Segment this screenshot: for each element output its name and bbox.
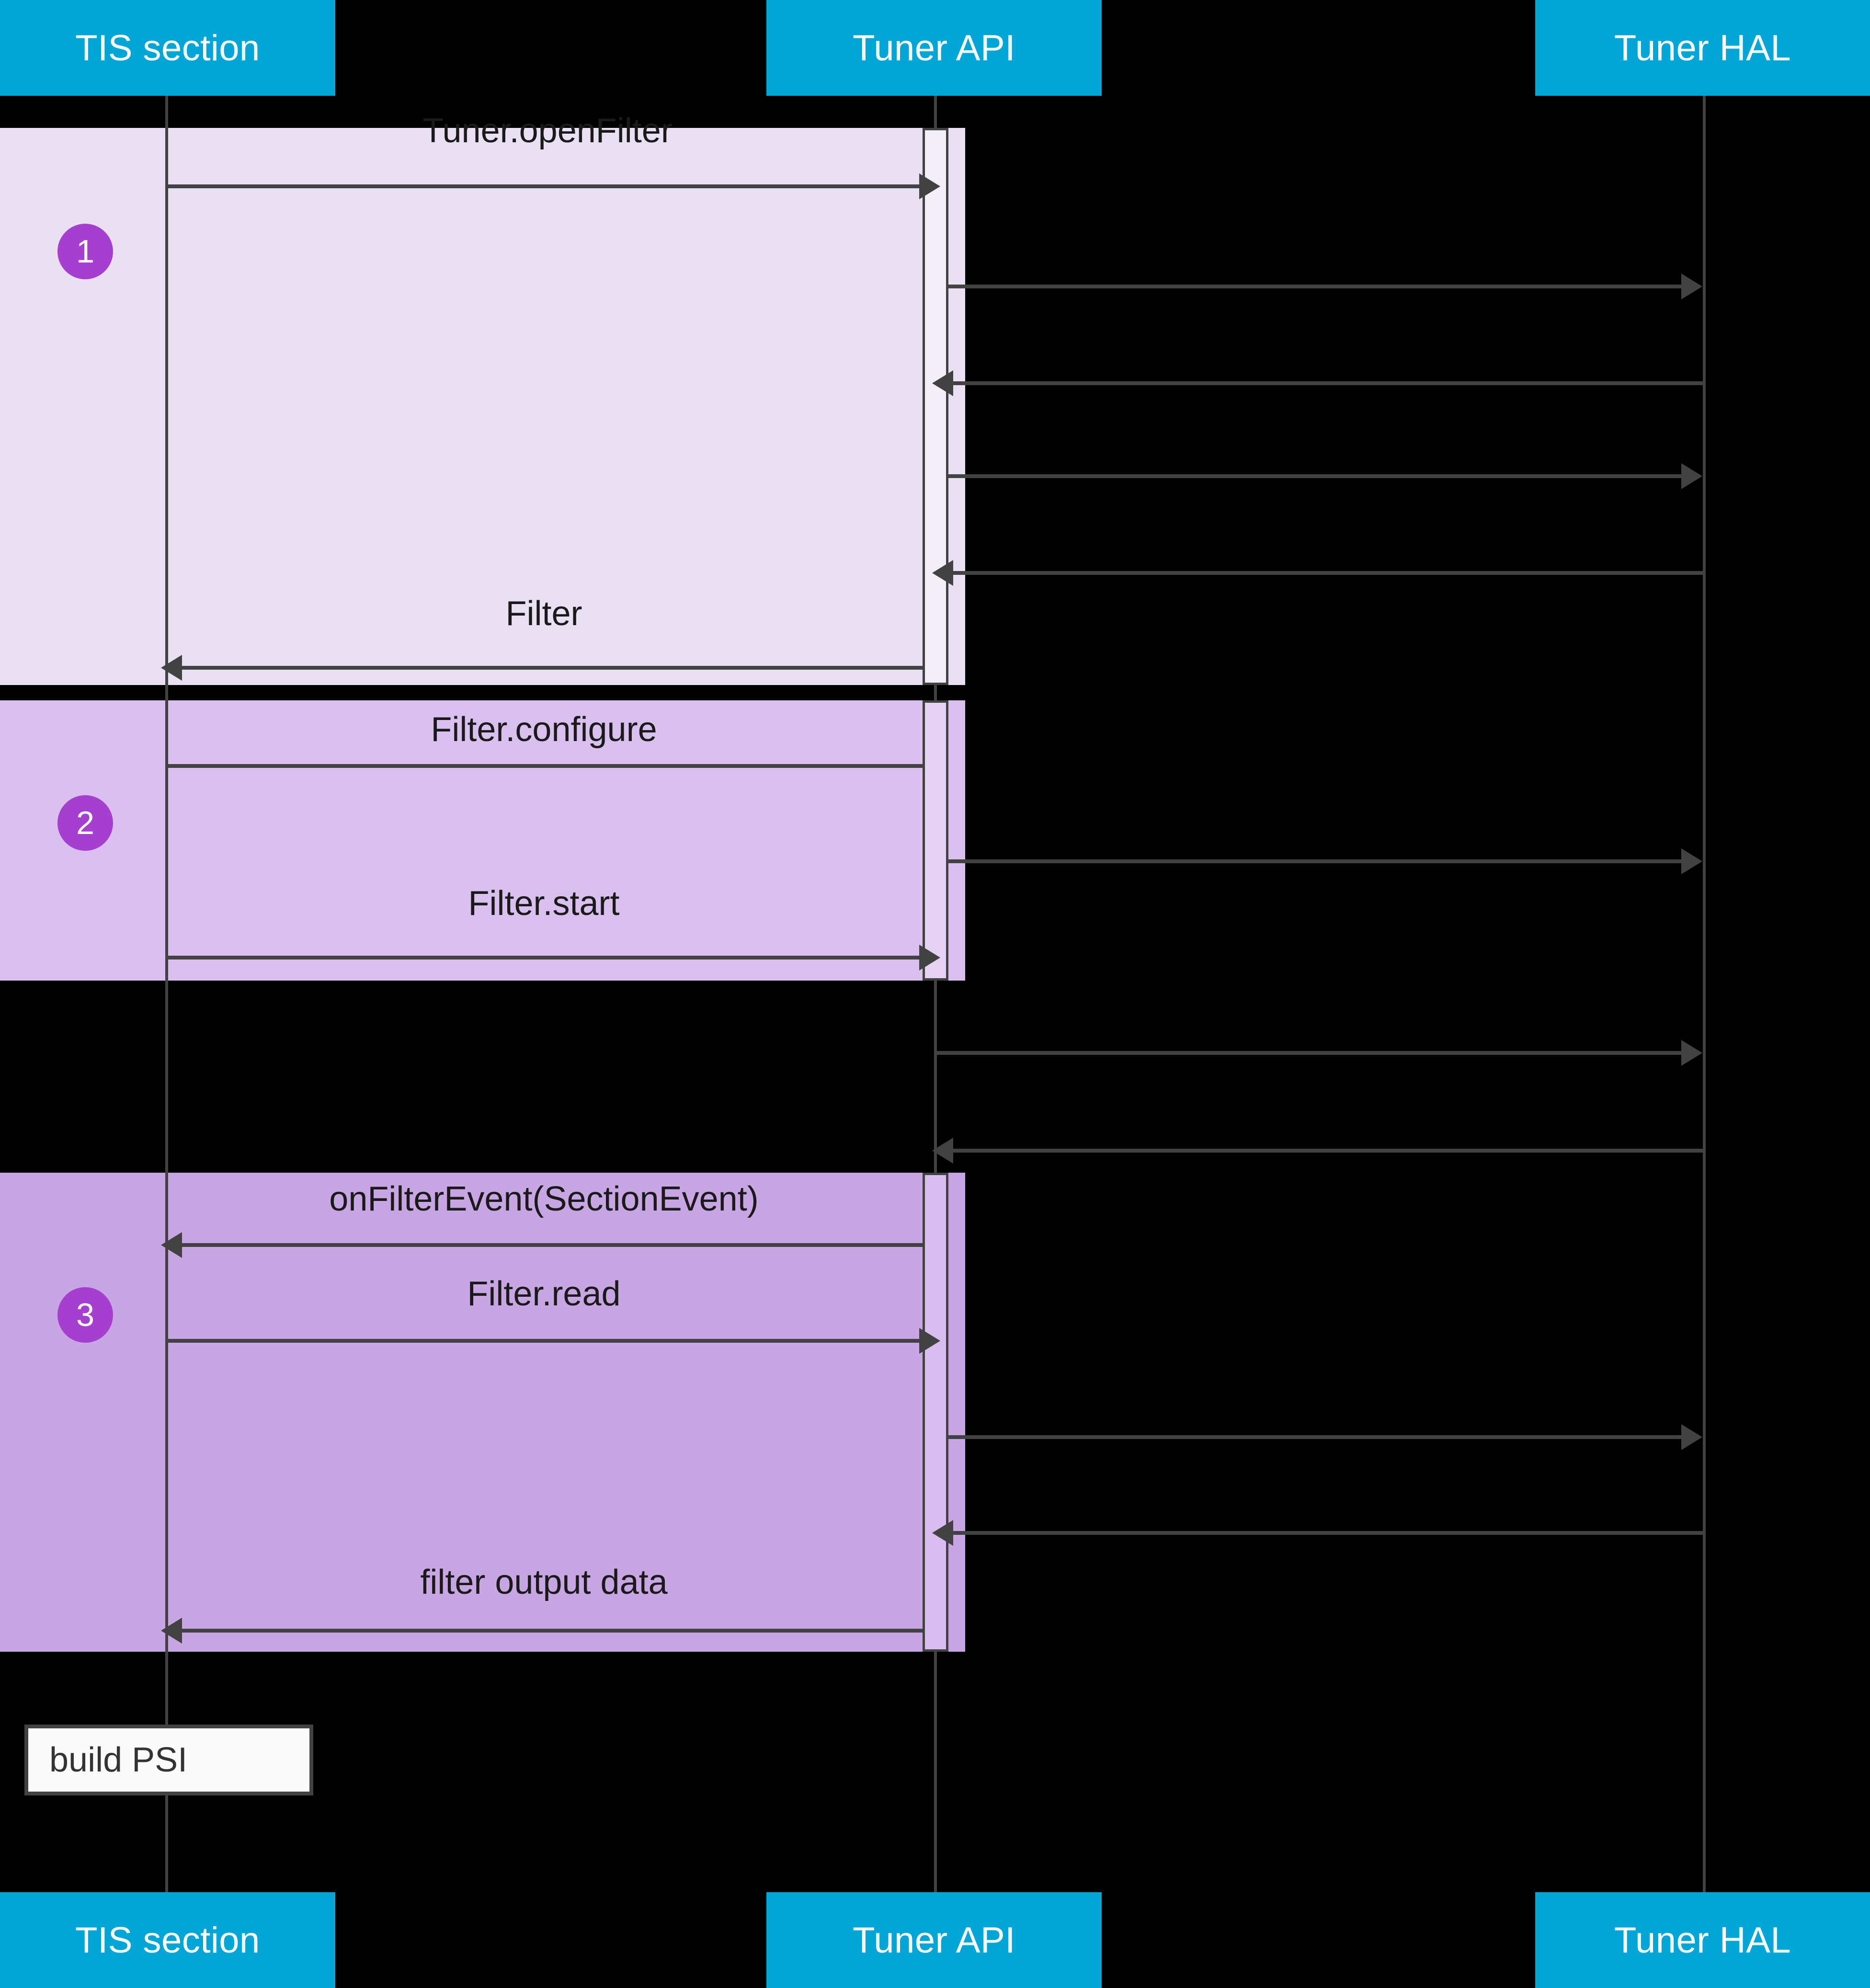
message-arrowhead-api-to-hal-4	[1681, 1040, 1702, 1066]
message-arrowhead-filter-start	[919, 945, 940, 971]
message-arrowhead-filter-read	[919, 1328, 940, 1354]
message-arrowhead-hal-to-api-4	[932, 1520, 953, 1546]
activation-tis-section	[165, 128, 168, 1652]
step-badge-2-label: 2	[76, 805, 94, 841]
activation-tuner-api-2	[923, 700, 948, 981]
message-arrowhead-hal-to-api-3	[932, 1138, 953, 1164]
message-line-hal-to-api-1	[953, 381, 1703, 385]
note-build-psi-label: build PSI	[49, 1741, 188, 1779]
participant-footer-tuner-api[interactable]: Tuner API	[766, 1892, 1102, 1988]
lifeline-tuner-hal	[1703, 96, 1706, 1892]
participant-footer-tuner-hal-label: Tuner HAL	[1614, 1919, 1791, 1961]
message-arrowhead-on-filter-event	[161, 1232, 182, 1258]
participant-header-tuner-api-label: Tuner API	[853, 27, 1015, 69]
step-badge-2: 2	[57, 795, 113, 851]
message-line-open-filter	[168, 184, 920, 188]
step-band-2	[0, 700, 965, 981]
participant-header-tuner-hal[interactable]: Tuner HAL	[1535, 0, 1870, 96]
activation-tuner-api-1	[923, 128, 948, 685]
participant-header-tis-section[interactable]: TIS section	[0, 0, 335, 96]
message-line-api-to-hal-1	[948, 285, 1681, 288]
participant-header-tuner-hal-label: Tuner HAL	[1614, 27, 1791, 69]
message-arrowhead-api-to-hal-1	[1681, 274, 1702, 299]
step-badge-1: 1	[57, 224, 113, 279]
message-line-filter	[182, 666, 923, 670]
participant-footer-tis-section[interactable]: TIS section	[0, 1892, 335, 1988]
participant-footer-tuner-api-label: Tuner API	[853, 1919, 1015, 1961]
lifeline-tuner-api	[934, 96, 937, 1892]
message-label-filter-configure: Filter.configure	[431, 710, 657, 749]
participant-header-tis-section-label: TIS section	[75, 27, 260, 69]
message-arrowhead-api-to-hal-3	[1681, 848, 1702, 874]
message-arrowhead-api-to-hal-2	[1681, 463, 1702, 489]
message-label-filter-read: Filter.read	[467, 1275, 621, 1313]
message-label-filter-output-data: filter output data	[420, 1563, 668, 1601]
message-line-filter-read	[168, 1339, 920, 1343]
message-arrowhead-hal-to-api-2	[932, 560, 953, 586]
message-label-filter: Filter	[505, 594, 582, 633]
message-line-api-to-hal-4	[935, 1051, 1681, 1055]
message-arrowhead-hal-to-api-1	[932, 370, 953, 396]
message-arrowhead-api-to-hal-5	[1681, 1424, 1702, 1450]
participant-header-tuner-api[interactable]: Tuner API	[766, 0, 1102, 96]
message-line-filter-start	[168, 956, 920, 960]
step-badge-3-label: 3	[76, 1297, 94, 1333]
participant-footer-tuner-hal[interactable]: Tuner HAL	[1535, 1892, 1870, 1988]
message-line-filter-configure	[168, 764, 923, 768]
message-label-filter-start: Filter.start	[468, 884, 620, 923]
message-line-api-to-hal-3	[948, 859, 1681, 863]
activation-tuner-api-3	[923, 1173, 948, 1652]
message-line-api-to-hal-5	[948, 1435, 1681, 1439]
message-label-on-filter-event: onFilterEvent(SectionEvent)	[329, 1180, 759, 1218]
note-build-psi: build PSI	[24, 1725, 313, 1795]
message-line-filter-output-data	[182, 1629, 923, 1633]
message-arrowhead-open-filter	[919, 173, 940, 199]
step-badge-1-label: 1	[76, 233, 94, 270]
step-band-1	[0, 128, 965, 685]
message-arrowhead-filter-output-data	[161, 1618, 182, 1644]
message-line-hal-to-api-4	[953, 1531, 1703, 1535]
message-line-hal-to-api-3	[953, 1149, 1703, 1153]
message-line-hal-to-api-2	[953, 571, 1703, 575]
message-label-open-filter: Tuner.openFilter	[422, 112, 673, 150]
message-line-api-to-hal-2	[948, 474, 1681, 478]
message-line-on-filter-event	[182, 1243, 923, 1247]
message-arrowhead-filter	[161, 655, 182, 681]
step-badge-3: 3	[57, 1287, 113, 1343]
participant-footer-tis-section-label: TIS section	[75, 1919, 260, 1961]
step-band-3	[0, 1173, 965, 1652]
